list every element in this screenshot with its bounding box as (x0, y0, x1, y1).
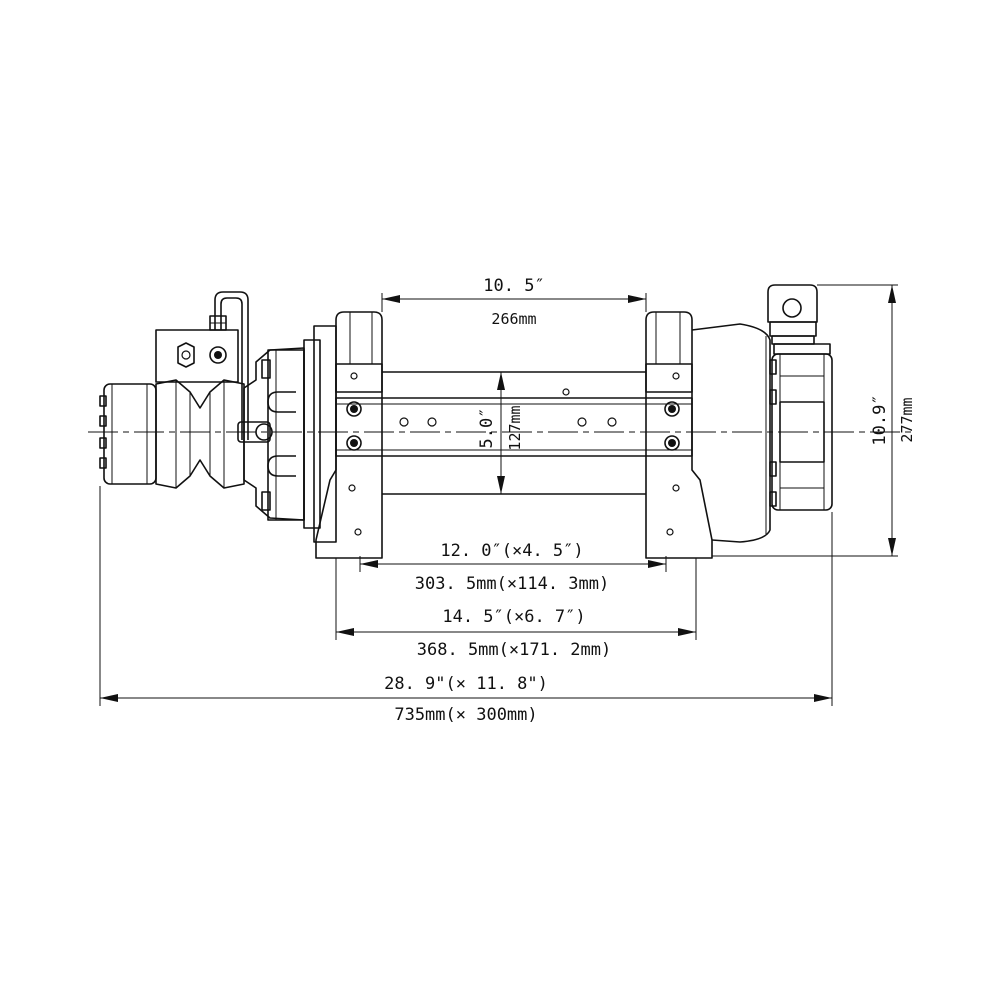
tie-bar (335, 397, 693, 457)
drum (382, 371, 646, 495)
overall-length-mm-label: 735mm(× 300mm) (394, 705, 537, 725)
dimension-drum-diameter: 5.0″ 127mm (477, 372, 524, 494)
gearbox-housing (691, 323, 771, 543)
mount-a-in-label: 12. 0″(×4. 5″) (440, 541, 583, 561)
overall-length-in-label: 28. 9"(× 11. 8") (384, 674, 548, 694)
dimension-mount-b: 14. 5″(×6. 7″) 368. 5mm(×171. 2mm) (335, 558, 697, 660)
brake-housing (243, 325, 337, 543)
dimension-mount-a: 12. 0″(×4. 5″) 303. 5mm(×114. 3mm) (359, 541, 667, 594)
drum-diameter-mm-label: 127mm (506, 405, 524, 450)
dimension-drum-length: 10. 5″ 266mm (381, 276, 647, 328)
hydraulic-motor (99, 379, 245, 489)
clutch-assembly (767, 284, 833, 511)
overall-height-mm-label: 277mm (898, 397, 916, 442)
dimension-overall-length: 28. 9"(× 11. 8") 735mm(× 300mm) (99, 486, 833, 725)
right-end-bracket (645, 311, 713, 559)
mount-b-mm-label: 368. 5mm(×171. 2mm) (417, 640, 611, 660)
left-end-bracket (315, 311, 383, 559)
drum-diameter-in-label: 5.0″ (477, 408, 497, 449)
overall-height-in-label: 10.9″ (870, 394, 890, 445)
drum-length-in-label: 10. 5″ (483, 276, 544, 296)
dimension-overall-height: 10.9″ 277mm (712, 284, 916, 557)
mount-b-in-label: 14. 5″(×6. 7″) (442, 607, 585, 627)
mount-a-mm-label: 303. 5mm(×114. 3mm) (415, 574, 609, 594)
drum-length-mm-label: 266mm (491, 310, 536, 328)
valve-block (155, 291, 273, 443)
